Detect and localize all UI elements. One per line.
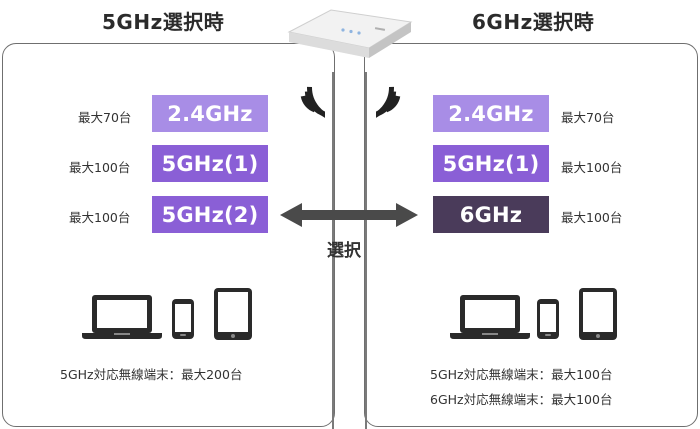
left-title: 5GHz選択時 (96, 6, 231, 35)
right-band-24ghz: 2.4GHz (433, 95, 549, 132)
select-label: 選択 (327, 241, 361, 261)
left-footer-line-1: 5GHz対応無線端末：最大200台 (60, 367, 243, 382)
access-point-icon (287, 9, 413, 58)
left-band-24ghz: 2.4GHz (152, 95, 268, 132)
double-arrow-icon (280, 203, 418, 227)
right-band-6ghz: 6GHz (433, 196, 549, 233)
tablet-icon (579, 288, 617, 340)
left-panel-divider (332, 72, 334, 429)
right-title: 6GHz選択時 (466, 6, 601, 35)
right-footer-line-2: 6GHz対応無線端末：最大100台 (430, 392, 613, 407)
left-band-5ghz-2: 5GHz(2) (152, 196, 268, 233)
right-capacity-5-1: 最大100台 (561, 160, 623, 175)
left-capacity-5-2: 最大100台 (69, 210, 131, 225)
laptop-icon (450, 295, 530, 339)
right-band-5ghz-1: 5GHz(1) (433, 145, 549, 182)
wifi-signal-right-icon (376, 86, 401, 122)
right-capacity-24: 最大70台 (561, 110, 615, 125)
left-capacity-24: 最大70台 (78, 110, 132, 125)
right-capacity-6: 最大100台 (561, 210, 623, 225)
left-capacity-5-1: 最大100台 (69, 160, 131, 175)
smartphone-icon (172, 299, 194, 339)
right-footer-line-1: 5GHz対応無線端末：最大100台 (430, 367, 613, 382)
smartphone-icon (537, 299, 559, 339)
wifi-signal-left-icon (300, 86, 325, 122)
right-panel-divider (365, 72, 367, 429)
left-band-5ghz-1: 5GHz(1) (152, 145, 268, 182)
tablet-icon (214, 288, 252, 340)
laptop-icon (82, 295, 162, 339)
